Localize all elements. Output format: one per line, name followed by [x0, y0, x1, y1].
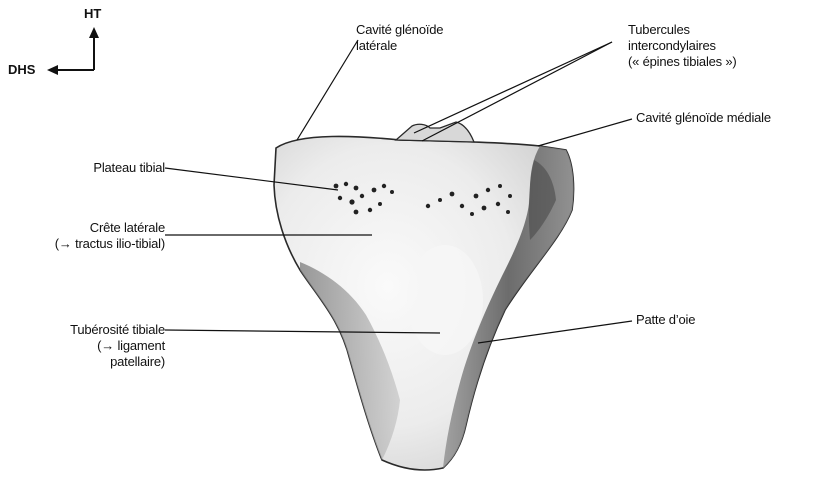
orientation-side-label: DHS — [8, 62, 35, 77]
label-line: intercondylaires — [628, 38, 737, 54]
label-line: (→ tractus ilio-tibial) — [55, 236, 165, 252]
label-plateau: Plateau tibial — [93, 160, 165, 176]
label-cavite-mediale: Cavité glénoïde médiale — [636, 110, 771, 126]
label-tubercules: Tubercules intercondylaires (« épines ti… — [628, 22, 737, 70]
label-cavite-laterale: Cavité glénoïde latérale — [356, 22, 443, 54]
label-crete: Crête latérale (→ tractus ilio-tibial) — [55, 220, 165, 252]
label-line: (→ ligament — [70, 338, 165, 354]
orientation-up-label: HT — [84, 6, 101, 21]
label-line: Cavité glénoïde médiale — [636, 110, 771, 126]
label-tuberosite: Tubérosité tibiale (→ ligament patellair… — [70, 322, 165, 370]
label-line: Cavité glénoïde — [356, 22, 443, 38]
orientation-arrows-icon — [47, 27, 99, 75]
label-patte-oie: Patte d’oie — [636, 312, 695, 328]
tibia-bone — [274, 122, 574, 470]
label-line: (« épines tibiales ») — [628, 54, 737, 70]
label-line: Patte d’oie — [636, 312, 695, 328]
label-line: Plateau tibial — [93, 160, 165, 176]
label-line: patellaire) — [70, 354, 165, 370]
label-line: Tubercules — [628, 22, 737, 38]
label-line: latérale — [356, 38, 443, 54]
label-line: Tubérosité tibiale — [70, 322, 165, 338]
label-line: Crête latérale — [55, 220, 165, 236]
